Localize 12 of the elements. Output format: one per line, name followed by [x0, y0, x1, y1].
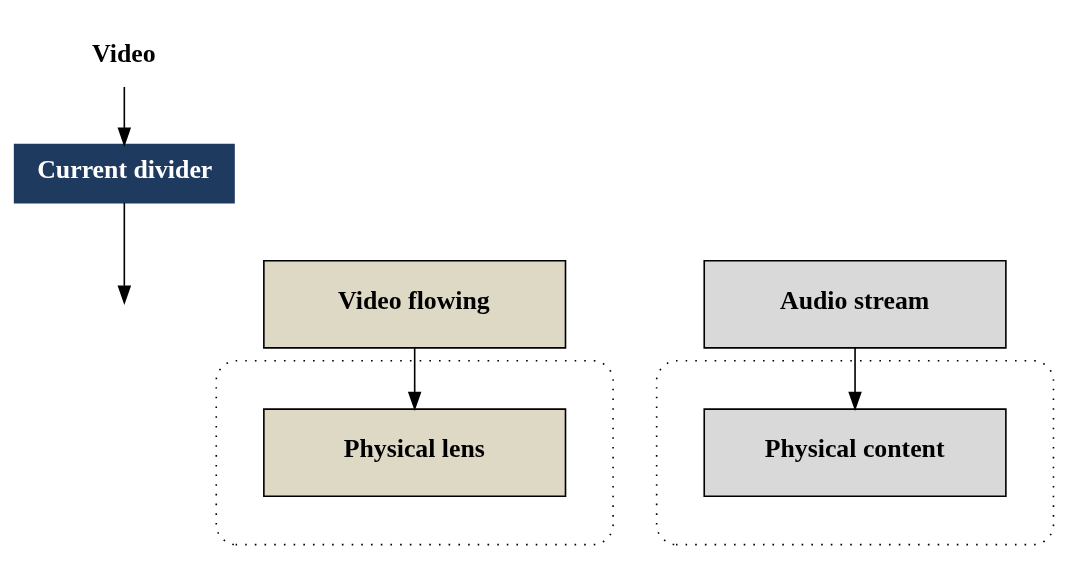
node-box: Physical lens [263, 407, 567, 497]
arrow [117, 85, 132, 147]
node-box: Current divider [13, 143, 235, 203]
node-box: Audio stream [703, 259, 1007, 349]
cluster [215, 359, 614, 545]
arrow [407, 346, 422, 411]
node-box: Physical content [703, 407, 1007, 497]
node-box: Video flowing [263, 259, 567, 349]
arrow [848, 346, 862, 411]
cluster [655, 359, 1055, 545]
node-text: Video [92, 38, 156, 68]
arrow [117, 201, 132, 305]
